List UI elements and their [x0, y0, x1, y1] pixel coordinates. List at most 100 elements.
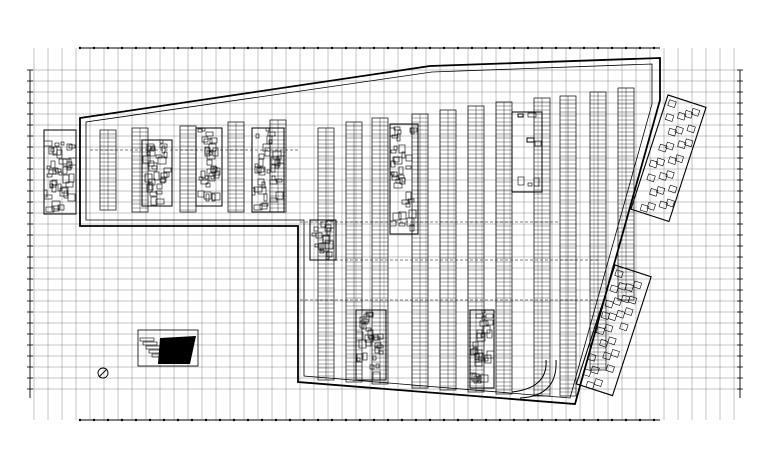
core-room	[197, 128, 203, 133]
core-room	[66, 161, 73, 169]
grid-bubble-bottom	[358, 418, 362, 422]
north-arrow-needle	[98, 368, 108, 378]
grid-bubble-bottom	[162, 418, 166, 422]
core-room	[57, 183, 62, 192]
wing-room	[646, 173, 656, 183]
grid-bubble-bottom	[498, 418, 502, 422]
core-room	[517, 113, 524, 118]
core-room	[201, 127, 206, 132]
grid-bubble-bottom	[78, 418, 82, 422]
core-room	[398, 166, 404, 175]
core-room	[393, 145, 398, 151]
core-room	[369, 364, 375, 370]
core-room	[406, 217, 415, 227]
legend-block	[137, 329, 199, 367]
legend-swatch	[158, 336, 196, 364]
wing-room	[632, 280, 643, 290]
core-room	[534, 140, 542, 147]
grid-bubble-top	[652, 46, 656, 50]
core-room	[472, 347, 479, 355]
core-room	[211, 193, 216, 202]
wing-room	[656, 186, 666, 195]
core-room	[67, 193, 76, 202]
core-room	[358, 339, 367, 349]
wing-room	[604, 299, 614, 309]
grid-bubble-top	[358, 46, 362, 50]
grid-bubble-bottom	[148, 418, 152, 422]
core-room	[320, 221, 327, 228]
grid-bubble-bottom	[414, 418, 418, 422]
core-room	[43, 194, 53, 200]
wing-room	[585, 380, 595, 390]
core-room	[61, 186, 69, 194]
core-room	[474, 361, 483, 367]
core-room	[393, 182, 403, 189]
grid-bubble-top	[596, 46, 600, 50]
wing-room	[665, 141, 675, 151]
core-room	[159, 143, 168, 149]
core-room	[397, 174, 405, 179]
grid-bubble-bottom	[232, 418, 236, 422]
core-room	[390, 171, 395, 176]
core-room	[163, 151, 168, 159]
ramp-curve	[519, 359, 557, 399]
core-room	[362, 352, 368, 361]
core-room	[160, 176, 166, 184]
core-room	[46, 165, 51, 170]
core-room	[206, 168, 216, 177]
core-room	[314, 243, 319, 248]
grid-bubble-bottom	[204, 418, 208, 422]
core-room	[204, 175, 209, 180]
grid-bubble-bottom	[176, 418, 180, 422]
grid-bubble-top	[232, 46, 236, 50]
wing-room	[665, 198, 675, 208]
core-room	[212, 147, 219, 157]
core-room	[258, 166, 266, 176]
legend-hatch	[139, 337, 155, 342]
core-room	[270, 156, 280, 165]
core-room	[517, 113, 524, 118]
grid-bubble-top	[330, 46, 334, 50]
core-room	[200, 179, 209, 185]
core-room	[485, 313, 494, 319]
wing-room	[683, 109, 694, 119]
core-room	[201, 136, 209, 143]
core-room	[391, 171, 398, 178]
core-room	[276, 155, 285, 164]
core-room	[356, 357, 361, 362]
grid-bubble-top	[218, 46, 222, 50]
core-room	[60, 141, 65, 146]
wing-room	[668, 184, 678, 194]
core-room	[470, 348, 478, 356]
wing-room	[599, 339, 609, 348]
core-room	[322, 234, 330, 244]
core-room	[46, 173, 53, 178]
core-room	[50, 147, 55, 153]
core-room	[147, 160, 155, 167]
core-room	[146, 151, 151, 156]
core-room	[393, 156, 403, 165]
core-room	[267, 131, 276, 137]
grid-bubble-top	[456, 46, 460, 50]
core-room	[43, 140, 53, 147]
core-room	[365, 327, 372, 332]
wing-room	[639, 203, 649, 213]
core-room	[315, 232, 323, 239]
wing-room	[648, 159, 659, 169]
wing-room	[677, 140, 687, 150]
core-room	[146, 143, 155, 152]
core-room	[390, 149, 397, 154]
core-room	[155, 190, 163, 195]
core-room	[526, 137, 535, 143]
core-room	[361, 318, 369, 325]
grid-bubble-top	[316, 46, 320, 50]
wing-room	[667, 127, 677, 137]
core-room	[517, 113, 524, 118]
core-room	[485, 319, 494, 326]
grid-bubble-top	[498, 46, 502, 50]
core-room	[374, 342, 382, 349]
wing-room	[674, 125, 684, 135]
grid-bubble-top	[484, 46, 488, 50]
core-room	[410, 127, 415, 135]
